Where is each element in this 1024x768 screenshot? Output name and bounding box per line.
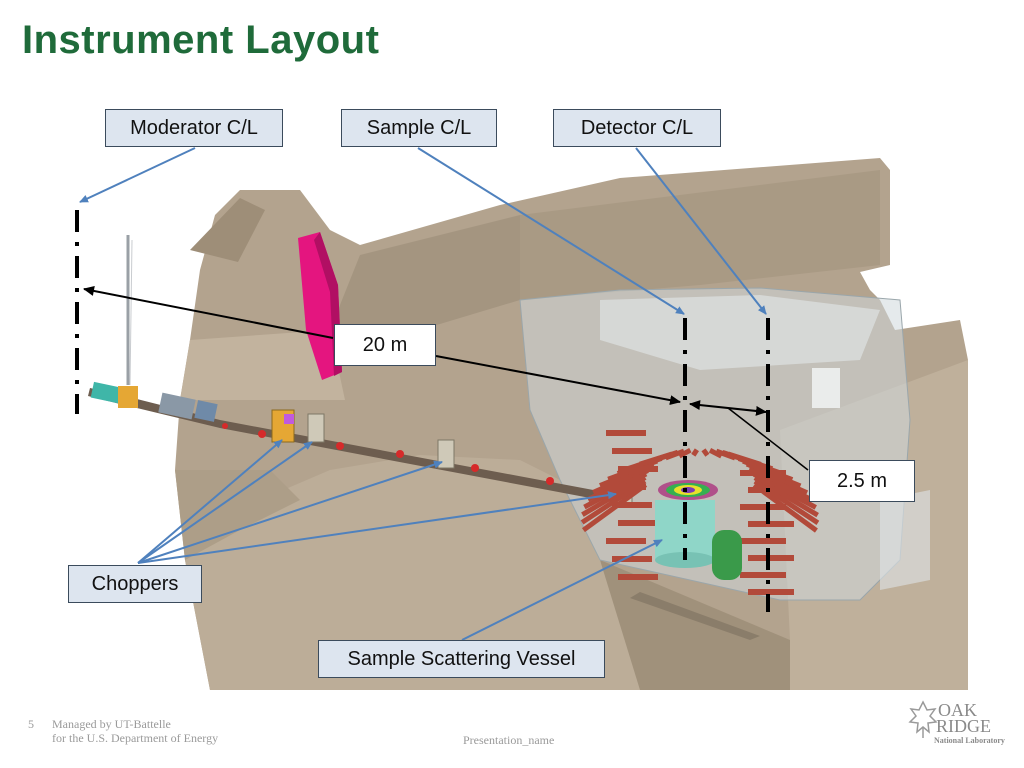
detector-panel (748, 589, 794, 595)
logo-line3: National Laboratory (934, 736, 1005, 745)
choppers-label: Choppers (68, 565, 202, 603)
sample-vessel-label: Sample Scattering Vessel (318, 640, 605, 678)
detector-panel (618, 466, 658, 472)
page-number: 5 (28, 717, 34, 731)
slide-title: Instrument Layout (22, 18, 380, 62)
sample-vessel (655, 480, 742, 580)
logo-line1: OAK (938, 700, 977, 720)
oak-ridge-logo: OAK RIDGE National Laboratory (906, 698, 1006, 748)
sample-cl-label: Sample C/L (341, 109, 497, 147)
detector-panel (612, 448, 652, 454)
moderator-cl-label: Moderator C/L (105, 109, 283, 147)
footer-managed-by: Managed by UT-Battelle (52, 717, 171, 731)
detector-panel (740, 572, 786, 578)
dimension-arrows (83, 286, 809, 471)
detector-cl-label: Detector C/L (553, 109, 721, 147)
detector-panel (612, 502, 652, 508)
detector-panel (664, 448, 685, 461)
detector-panel (748, 487, 794, 493)
detector-panel (753, 475, 819, 518)
detector-panel (748, 521, 794, 527)
callout-arrows (79, 147, 767, 641)
detector-panel (606, 538, 646, 544)
detector-panel (583, 471, 648, 510)
distance-2-5m-label: 2.5 m (809, 460, 915, 502)
distance-20m-label: 20 m (334, 324, 436, 366)
detector-panel (618, 574, 658, 580)
detector-panel (618, 520, 658, 526)
oak-leaf-icon (908, 700, 938, 738)
centerline-markers (75, 210, 770, 612)
detector-panel (740, 538, 786, 544)
detector-panel (701, 448, 710, 457)
detector-panel (678, 448, 692, 459)
detector-panel (691, 448, 699, 457)
detector-panel (748, 555, 794, 561)
presentation-name: Presentation_name (463, 733, 555, 747)
detector-panel (740, 504, 786, 510)
detector-panel (606, 484, 646, 490)
detector-panel (606, 430, 646, 436)
detector-panel (740, 470, 786, 476)
footer-doe: for the U.S. Department of Energy (52, 731, 219, 745)
logo-line2: RIDGE (936, 716, 991, 736)
detector-panel (612, 556, 652, 562)
